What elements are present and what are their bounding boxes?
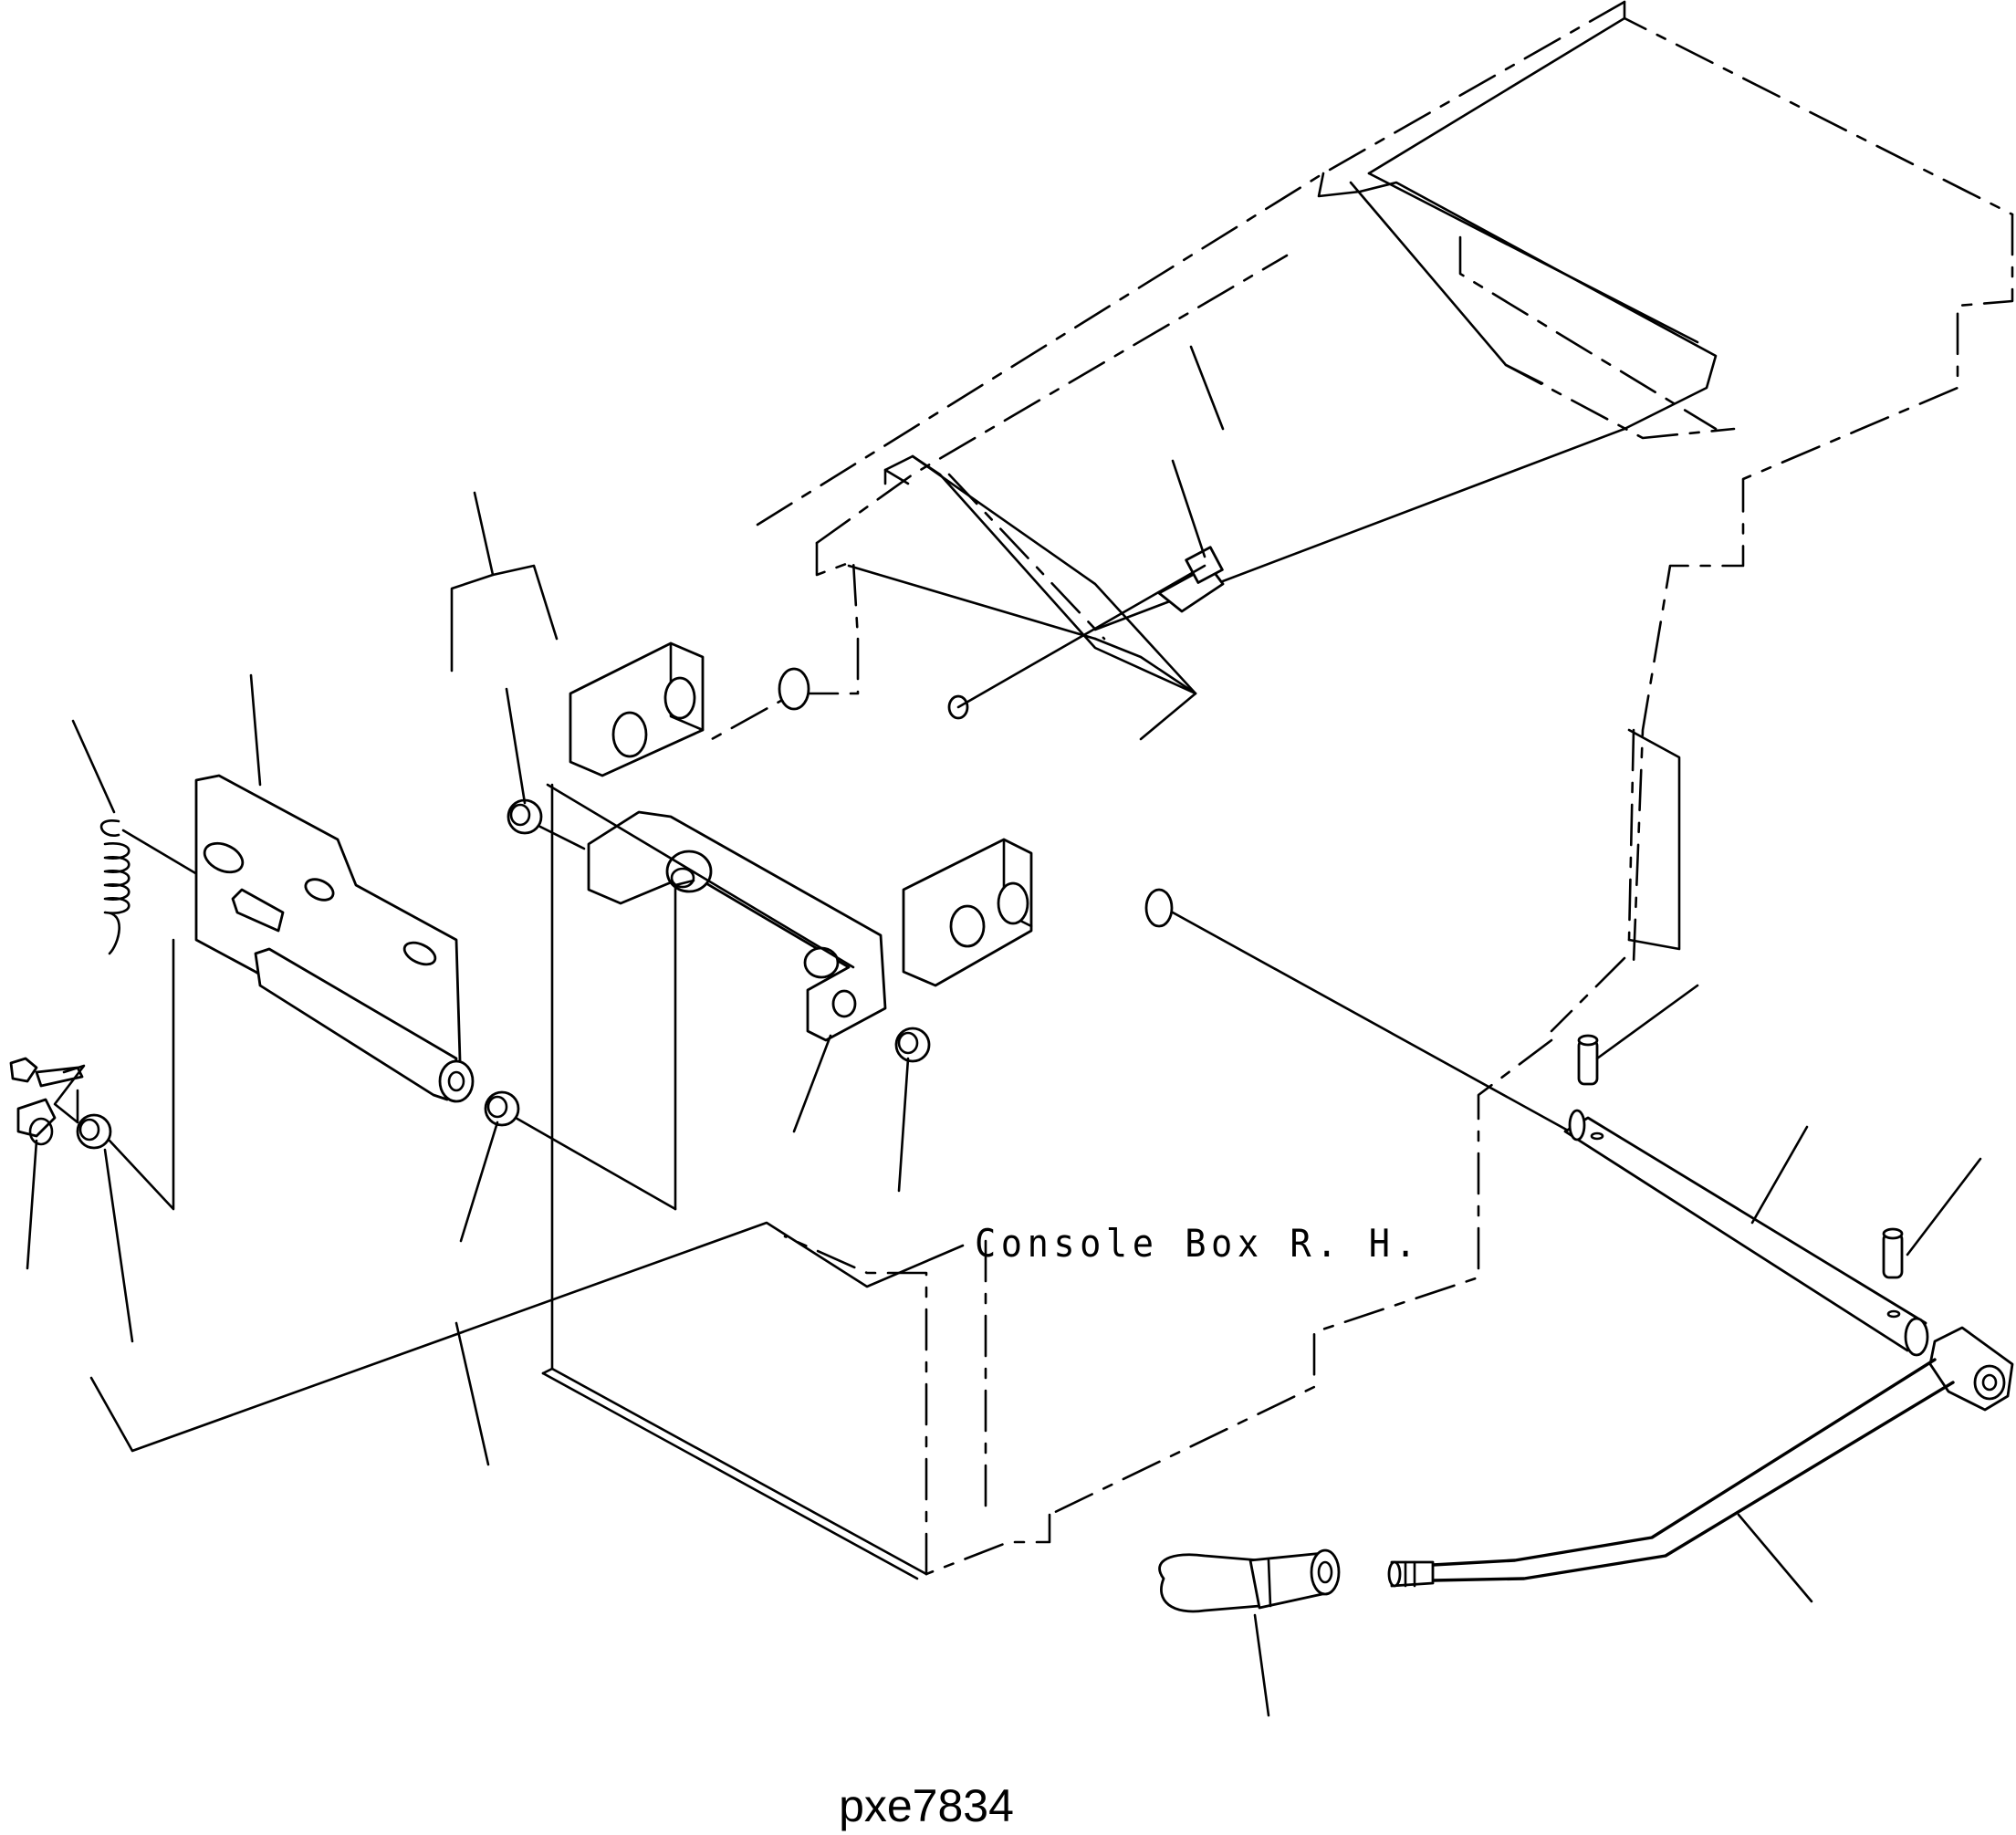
leader-lines [26, 459, 1982, 1717]
knob-part [1158, 1548, 1341, 1613]
console-box-outline [541, 0, 2014, 1580]
pin-upper [1577, 1034, 1599, 1086]
collar-left [76, 938, 175, 1211]
linkage-part [9, 1057, 86, 1146]
bolt-part [956, 546, 1225, 709]
bracket-part [546, 783, 887, 1211]
rod-part [1171, 911, 1929, 1357]
console-box-label: Console Box R. H. [975, 1221, 1422, 1266]
collar-mid [484, 1090, 677, 1211]
lever-part [1387, 1326, 2014, 1588]
collar-right [894, 1027, 931, 1063]
lever-plate-part [194, 774, 475, 1103]
upper-mount-block [569, 641, 810, 777]
pin-lower [1882, 1227, 1904, 1279]
lower-mount-block [902, 694, 1174, 987]
collar-upper [507, 798, 586, 850]
drawing-number: pxe7834 [839, 1780, 1014, 1831]
